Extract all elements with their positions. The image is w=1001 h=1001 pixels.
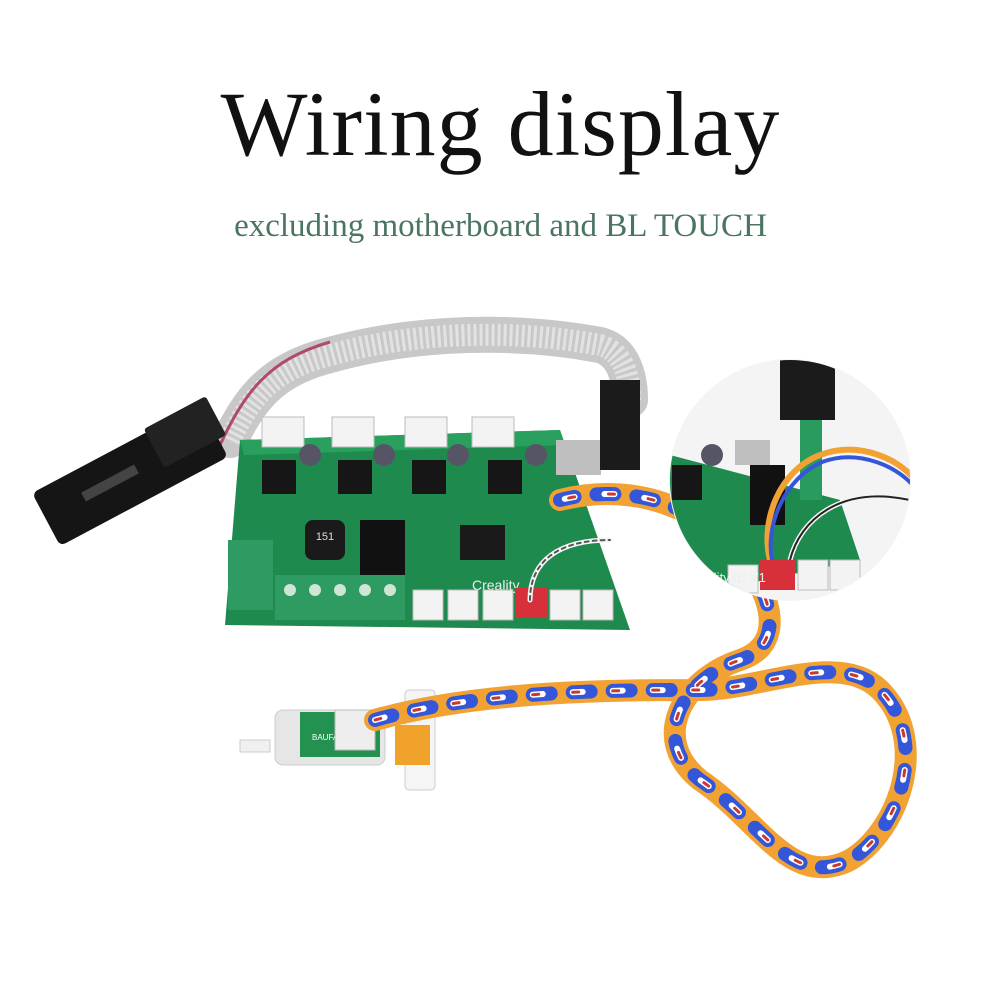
board-silk-inset: reality3D V1 bbox=[695, 570, 766, 585]
wiring-photo: 151 Creality BAUFA bbox=[0, 290, 1001, 1001]
board-marking: 151 bbox=[316, 531, 334, 543]
usb-dongle bbox=[34, 397, 226, 544]
main-board: 151 Creality bbox=[225, 380, 640, 630]
ribbon-cable bbox=[212, 316, 648, 458]
board-silk-main: Creality bbox=[472, 577, 519, 593]
sensor-label: BAUFA bbox=[312, 733, 339, 742]
inset-closeup: reality3D V1 bbox=[669, 359, 911, 601]
page-subtitle: excluding motherboard and BL TOUCH bbox=[234, 208, 767, 244]
page-title: Wiring display bbox=[220, 73, 781, 175]
